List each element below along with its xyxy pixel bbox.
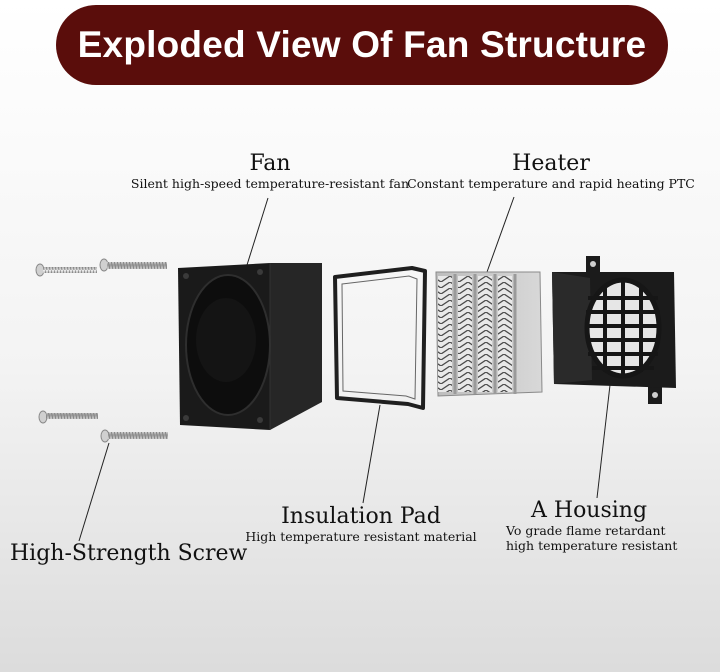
- insulation-pad-description: High temperature resistant material: [245, 529, 477, 544]
- screw-bottom-left: [38, 410, 98, 424]
- heater-description: Constant temperature and rapid heating P…: [407, 176, 695, 191]
- screw-name: High-Strength Screw: [10, 541, 248, 566]
- fan-label: Fan Silent high-speed temperature-resist…: [130, 151, 410, 192]
- heater-name: Heater: [512, 151, 590, 176]
- fan-description: Silent high-speed temperature-resistant …: [130, 176, 410, 191]
- screw-label: High-Strength Screw: [10, 542, 270, 566]
- screw-top-right: [99, 258, 167, 272]
- insulation-pad-label: Insulation Pad High temperature resistan…: [245, 504, 477, 545]
- fan-part: [178, 263, 322, 430]
- leader-lines: [78, 196, 611, 542]
- screw-top-left: [35, 263, 97, 277]
- housing-part: [552, 256, 676, 404]
- page-title: Exploded View Of Fan Structure: [77, 24, 647, 65]
- insulation-pad-part: [333, 266, 427, 410]
- housing-description-line2: high temperature resistant: [506, 538, 678, 553]
- heater-part: [435, 271, 543, 397]
- housing-name: A Housing: [531, 498, 648, 523]
- screw-bottom-right: [100, 429, 168, 443]
- heater-label: Heater Constant temperature and rapid he…: [405, 151, 697, 192]
- housing-description-line1: Vo grade flame retardant: [506, 523, 666, 538]
- housing-label: A Housing Vo grade flame retardant high …: [500, 498, 700, 554]
- screw-group: [35, 258, 168, 443]
- insulation-pad-name: Insulation Pad: [281, 504, 441, 529]
- fan-name: Fan: [249, 151, 291, 176]
- title-banner: Exploded View Of Fan Structure: [56, 5, 668, 85]
